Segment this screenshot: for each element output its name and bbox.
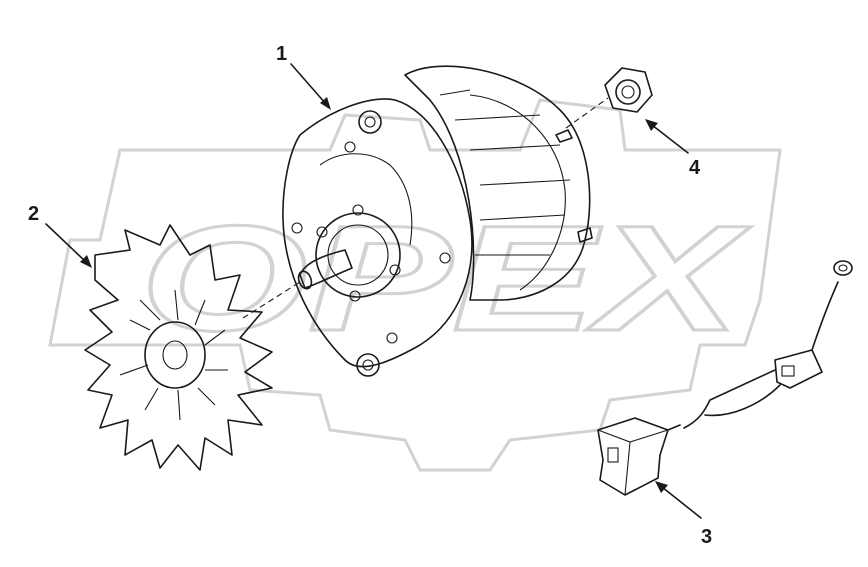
wiring-harness-connector: [597, 260, 853, 496]
arrow-2-head: [80, 255, 92, 268]
nut: [604, 67, 653, 113]
callout-4: 4: [689, 157, 701, 179]
assembly-lines: [242, 97, 609, 319]
watermark: OPEX: [48, 98, 782, 472]
arrow-4-head: [645, 119, 658, 131]
watermark-text: OPEX: [140, 194, 751, 362]
callout-1: 1: [276, 43, 288, 65]
fan: [84, 224, 273, 471]
callout-3: 3: [701, 526, 713, 548]
leader-arrows: [45, 63, 702, 519]
callout-2: 2: [28, 203, 40, 225]
alternator: [282, 65, 593, 377]
arrow-3-head: [655, 481, 668, 493]
arrow-1-head: [320, 97, 331, 110]
